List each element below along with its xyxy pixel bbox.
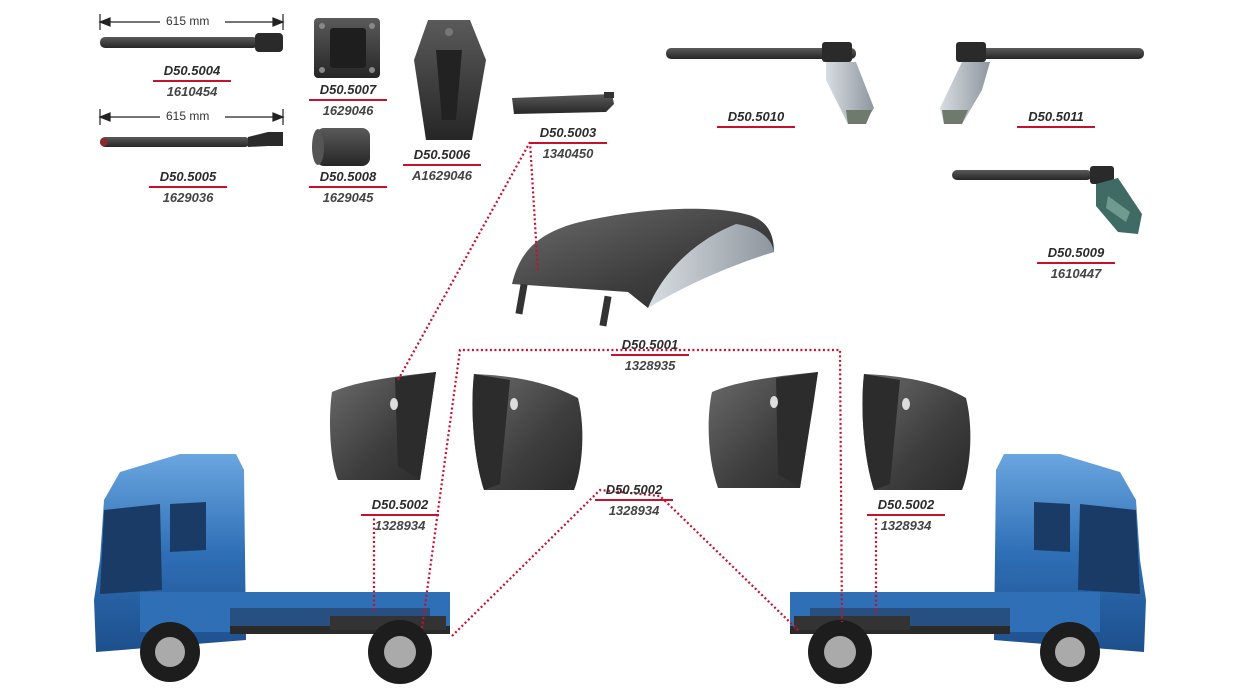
leader-d50-5003-left (397, 141, 531, 381)
leader-d50-5003-fender (528, 141, 540, 273)
leader-d50-5001 (420, 348, 844, 629)
part-rod-d50-5005 (100, 132, 283, 147)
dimension-text-1: 615 mm (166, 14, 210, 28)
dimension-line-2 (98, 109, 285, 125)
label-d50-5011: D50.5011 (996, 108, 1116, 129)
part-bracket-d50-5009 (952, 166, 1142, 234)
truck-left (94, 454, 450, 684)
part-rod-d50-5004 (100, 33, 283, 52)
leader-d50-5002-center (451, 488, 801, 637)
leader-lines (372, 141, 878, 637)
part-bushing-d50-5008 (312, 128, 370, 166)
part-bracket-d50-5011 (940, 42, 1144, 124)
truck-right (790, 454, 1146, 684)
dimension-text-2: 615 mm (166, 109, 210, 123)
part-fender-piece-2 (472, 374, 583, 490)
label-d50-5010: D50.5010 (696, 108, 816, 129)
part-fender-top-d50-5001 (512, 208, 774, 327)
part-fender-piece-4 (862, 374, 971, 490)
part-strip-d50-5003 (512, 92, 614, 114)
part-fender-piece-3 (708, 372, 818, 488)
dimension-line-1 (98, 14, 285, 30)
part-bracket-d50-5010 (666, 42, 874, 124)
part-cast-bracket-d50-5006 (414, 20, 486, 140)
part-bracket-d50-5007 (314, 18, 380, 78)
part-fender-piece-1 (330, 372, 436, 480)
